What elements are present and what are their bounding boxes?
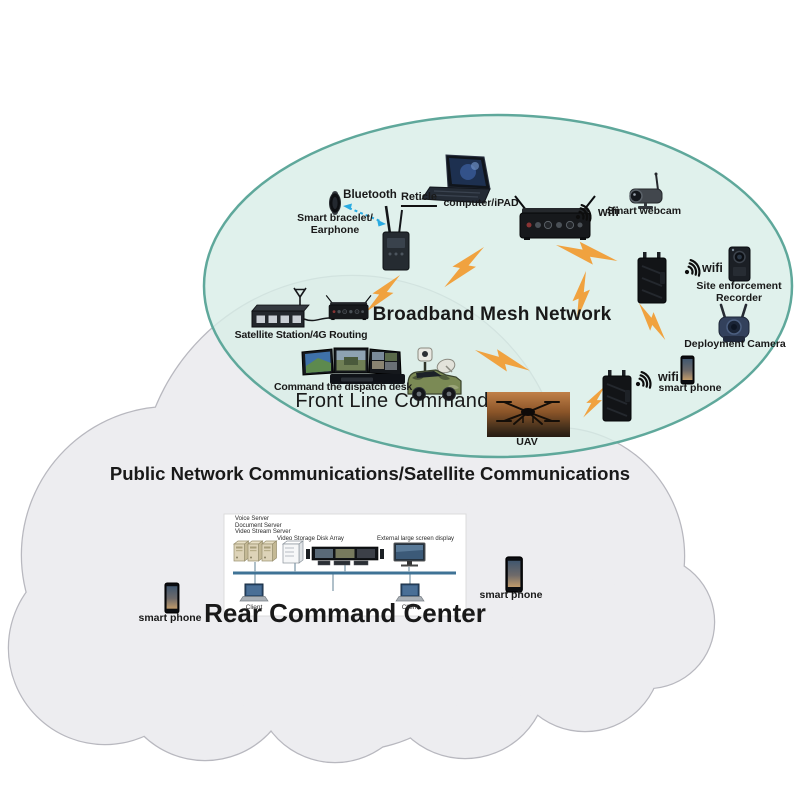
smart-bracelet-label-line2: Earphone [310, 223, 360, 236]
reticle-label: Reticle [400, 191, 438, 207]
rear-command-panel [223, 513, 467, 617]
disk-array-icon [281, 540, 305, 564]
deployment-camera-label: Deployment Camera [684, 338, 786, 350]
smart-phone-right-icon [680, 355, 695, 385]
wifi-label-1: wifi [598, 205, 619, 219]
front-line-command-title: Front Line Command [295, 390, 489, 412]
video-matrix-icon [306, 546, 384, 566]
site-recorder-label-line2: Recorder [715, 291, 763, 304]
wifi-label-3: wifi [658, 370, 679, 384]
document-server-label: Document Server [235, 522, 282, 529]
site-enforcement-recorder-icon [728, 246, 751, 282]
client-left-label: Client [245, 604, 263, 611]
disk-array-label: Video Storage Disk Array [277, 535, 344, 542]
smart-webcam-icon [629, 172, 663, 209]
smart-phone-left-icon [164, 582, 180, 614]
deployment-camera-icon [718, 303, 750, 342]
bluetooth-label: Bluetooth [343, 189, 397, 201]
satellite-station-label: Satellite Station/4G Routing [234, 329, 368, 341]
uav-label: UAV [516, 436, 538, 448]
command-vehicle-icon [407, 347, 462, 401]
client-right-label: Client [401, 604, 419, 611]
smart-phone-mid-icon [505, 556, 523, 593]
laptop-icon [421, 154, 491, 204]
external-display-label: External large screen display [377, 535, 455, 542]
document-server-icon [247, 540, 263, 562]
portable-mesh-radio-right-icon [637, 251, 667, 304]
smart-phone-left-label: smart phone [138, 612, 202, 624]
computer-ipad-label: computer/iPAD [443, 197, 519, 209]
site-recorder-label: Site enforcement Recorder [696, 280, 782, 304]
voice-server-label: Voice Server [235, 516, 270, 522]
portable-mesh-radio-bottom-icon [602, 369, 632, 422]
voice-server-icon [233, 540, 249, 562]
smart-bracelet-label: Smart bracelet/ Earphone [297, 212, 373, 236]
smart-webcam-label: Smart webcam [606, 205, 682, 217]
video-stream-server-icon [261, 540, 277, 562]
smart-bracelet-label-line1: Smart bracelet/ [297, 212, 373, 224]
smart-phone-right-label: smart phone [658, 382, 722, 394]
dispatch-desk-label: Command the dispatch desk [274, 381, 412, 393]
wifi-label-2: wifi [702, 261, 723, 275]
external-display-icon [393, 542, 426, 567]
uav-icon [487, 392, 570, 437]
satellite-station-icon [251, 287, 372, 328]
mesh-network-title: Broadband Mesh Network [372, 304, 612, 325]
smart-phone-mid-label: smart phone [479, 589, 543, 601]
bluetooth-link-arrow [343, 203, 386, 227]
dispatch-desk-icon [301, 347, 405, 384]
handheld-radio-icon [382, 205, 410, 271]
site-recorder-label-line1: Site enforcement [696, 280, 782, 292]
public-network-title: Public Network Communications/Satellite … [109, 463, 631, 484]
video-stream-server-label: Video Stream Server [235, 529, 291, 535]
smart-bracelet-icon [329, 191, 341, 215]
